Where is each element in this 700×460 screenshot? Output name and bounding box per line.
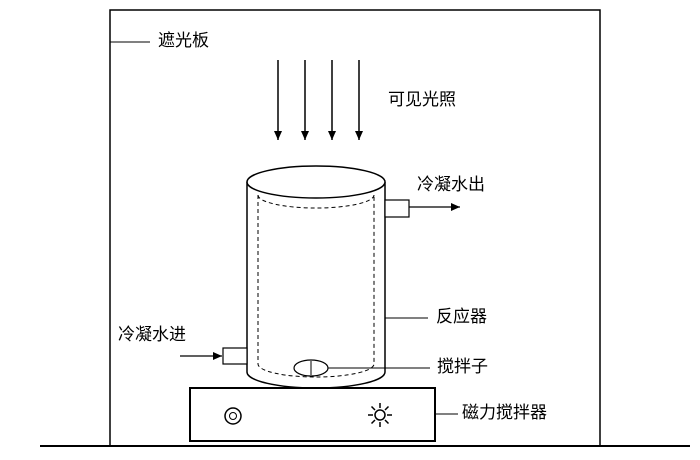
condensate-inlet-pipe (222, 347, 248, 365)
reactor (246, 165, 386, 389)
visible-light-label: 可见光照 (388, 90, 456, 110)
condensate-outlet-pipe (384, 199, 410, 218)
magnetic-stirrer-label: 磁力搅拌器 (462, 403, 547, 423)
condensate-in-label: 冷凝水进 (118, 325, 186, 345)
reactor-top-rim (246, 165, 386, 199)
shade-board-label: 遮光板 (158, 31, 209, 51)
reactor-inner-top (257, 194, 375, 209)
shade-board-enclosure (109, 9, 601, 446)
stir-bar-label: 搅拌子 (437, 357, 488, 377)
stirrer-light-icon (368, 403, 392, 427)
reactor-inner-wall (257, 195, 375, 378)
reactor-outer-wall (246, 182, 386, 389)
stirrer-knob-center (229, 412, 237, 420)
condensate-out-label: 冷凝水出 (417, 175, 485, 195)
reactor-label: 反应器 (436, 307, 487, 327)
visible-light-arrows (274, 60, 363, 140)
magnetic-stirrer (189, 387, 436, 442)
